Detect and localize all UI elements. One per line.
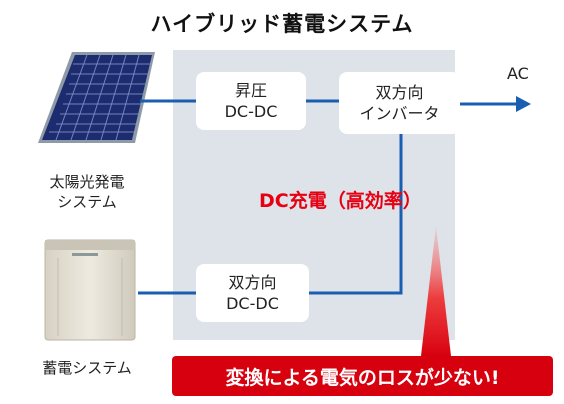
solar-caption-line2: システム <box>57 193 117 211</box>
inverter-node-line2: インバータ <box>359 104 440 123</box>
loss-banner: 変換による電気のロスが少ない! <box>172 356 553 396</box>
boost-node-line1: 昇圧 <box>234 81 267 100</box>
bidir-dc-node-line2: DC-DC <box>226 294 279 313</box>
solar-panel-icon <box>38 52 155 143</box>
solar-caption-line1: 太陽光発電 <box>49 173 125 191</box>
boost-dcdc-node: 昇圧 DC-DC <box>196 72 306 130</box>
battery-icon <box>44 239 136 341</box>
battery-caption: 蓄電システム <box>42 359 132 377</box>
ac-label: AC <box>507 64 529 83</box>
ac-arrow-icon <box>516 96 531 112</box>
bidir-dc-node-line1: 双方向 <box>228 273 277 292</box>
solar-caption: 太陽光発電 システム <box>12 172 162 212</box>
diagram-title: ハイブリッド蓄電システム <box>150 12 414 36</box>
inverter-node-line1: 双方向 <box>375 83 424 102</box>
bidirectional-dcdc-node: 双方向 DC-DC <box>196 264 309 322</box>
boost-node-line2: DC-DC <box>224 102 278 121</box>
bidirectional-inverter-node: 双方向 インバータ <box>339 72 460 134</box>
dc-charging-highlight: DC充電（高効率） <box>259 190 422 212</box>
callout-pointer <box>421 226 451 356</box>
